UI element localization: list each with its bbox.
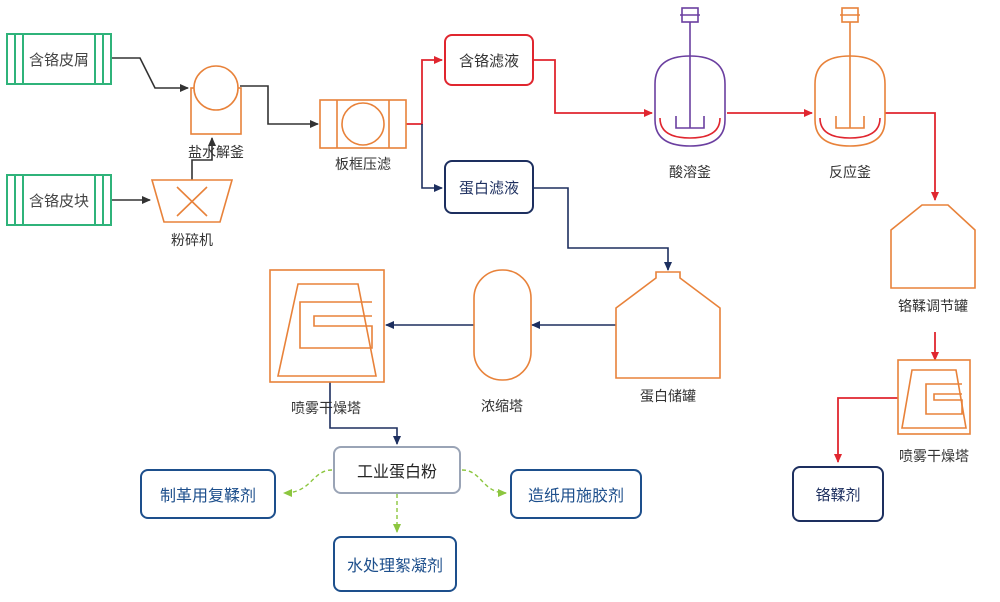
reactor-caption: 反应釜 (829, 165, 871, 181)
flow-crusher-to-kettle (191, 137, 216, 180)
acid-tank-icon (654, 7, 726, 147)
flow-protein-to-paper-agent (461, 469, 507, 497)
spray-tower-left-caption: 喷雾干燥塔 (291, 401, 361, 417)
protein-tank-caption: 蛋白储罐 (640, 389, 696, 405)
concentrator-caption: 浓缩塔 (481, 399, 523, 415)
water-agent-label: 水处理絮凝剂 (346, 556, 443, 575)
crusher-icon (150, 179, 234, 223)
paper-agent-label: 造纸用施胶剂 (527, 486, 624, 505)
reactor-icon (814, 7, 886, 147)
industrial-protein-label: 工业蛋白粉 (356, 462, 437, 481)
spray-tower-right-caption: 喷雾干燥塔 (899, 449, 969, 465)
flow-protein-to-leather-agent (283, 469, 333, 497)
spray-tower-left-icon (269, 269, 385, 383)
flow-filtrate-to-protein-tank (533, 187, 672, 271)
chrome-filtrate-label: 含铬滤液 (458, 51, 519, 70)
chrome-tanning-agent-box: 铬鞣剂 (792, 466, 884, 522)
hydrolysis-kettle-icon (190, 65, 242, 135)
raw-scrap-box: 含铬皮屑 (6, 33, 112, 85)
leather-agent-label: 制革用复鞣剂 (159, 486, 256, 505)
flow-scrap-to-kettle (110, 57, 189, 92)
flow-spray-to-protein-powder (329, 382, 401, 445)
raw-block-box: 含铬皮块 (6, 174, 112, 226)
raw-block-label: 含铬皮块 (28, 191, 89, 210)
plate-press-caption: 板框压滤 (335, 157, 391, 173)
concentrator-icon (473, 269, 532, 381)
protein-tank-icon (615, 271, 721, 379)
chrome-tanning-agent-label: 铬鞣剂 (815, 485, 861, 504)
hydrolysis-kettle-caption: 盐水解釜 (188, 145, 244, 161)
plate-press-icon (319, 99, 407, 149)
spray-tower-right-icon (897, 359, 971, 435)
raw-scrap-label: 含铬皮屑 (28, 50, 89, 69)
water-agent-box: 水处理絮凝剂 (333, 536, 457, 592)
paper-agent-box: 造纸用施胶剂 (510, 469, 642, 519)
industrial-protein-box: 工业蛋白粉 (333, 446, 461, 494)
flow-press-to-protein-filtrate (421, 124, 443, 192)
chrome-filtrate-box: 含铬滤液 (444, 34, 534, 86)
flow-kettle-to-press (240, 85, 319, 128)
protein-filtrate-box: 蛋白滤液 (444, 160, 534, 214)
flow-spray-to-chrome-agent (834, 397, 898, 463)
acid-tank-caption: 酸溶釜 (669, 165, 711, 181)
crusher-caption: 粉碎机 (171, 233, 213, 249)
flow-press-to-chrome-filtrate (405, 56, 443, 125)
tanning-tank-caption: 铬鞣调节罐 (898, 299, 968, 315)
tanning-tank-icon (890, 204, 976, 289)
flow-filtrate-to-acid-tank (533, 59, 653, 117)
leather-agent-box: 制革用复鞣剂 (140, 469, 276, 519)
flow-reactor-to-tanning-tank (882, 112, 939, 201)
protein-filtrate-label: 蛋白滤液 (458, 178, 519, 197)
